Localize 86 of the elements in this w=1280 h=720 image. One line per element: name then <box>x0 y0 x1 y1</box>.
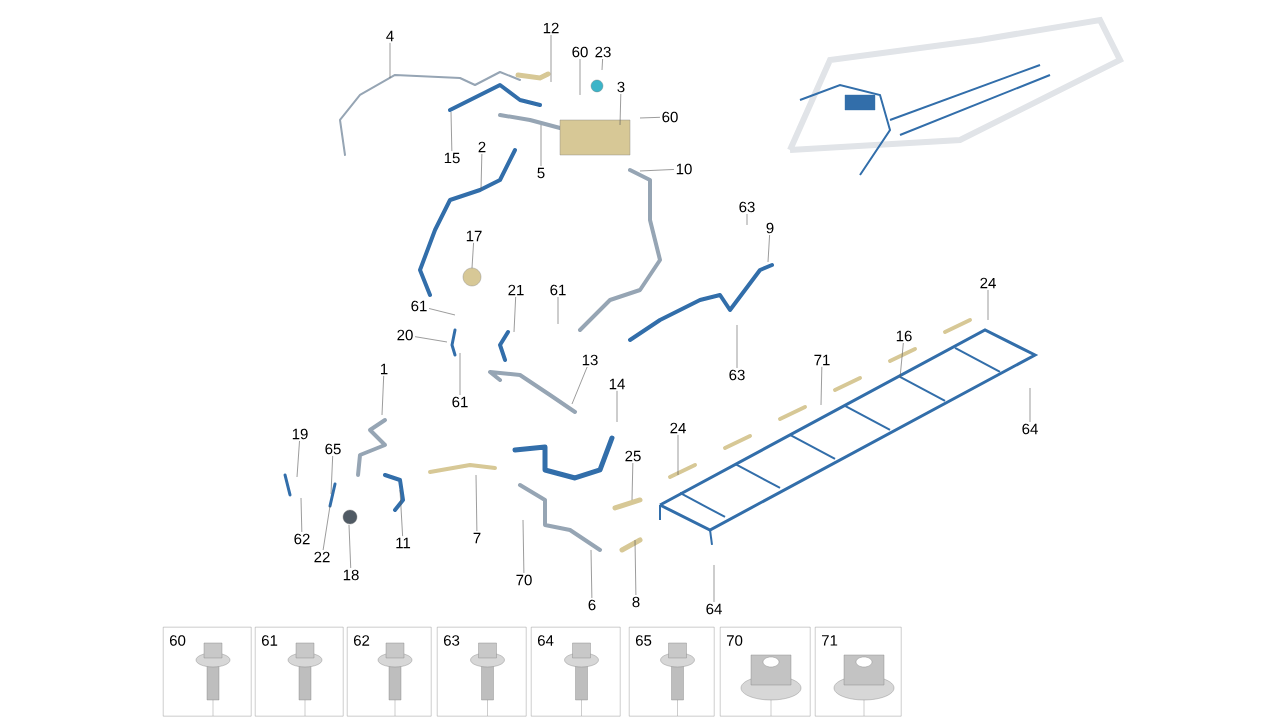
callout-number: 6 <box>588 599 596 611</box>
callout-number: 17 <box>466 230 482 242</box>
callout-number: 15 <box>444 152 460 164</box>
callout-number: 8 <box>632 596 640 608</box>
leader-line <box>619 93 622 126</box>
leader-line <box>428 308 456 316</box>
callout-number: 23 <box>595 46 611 58</box>
callout-number: 64 <box>706 603 722 615</box>
leader-line <box>899 342 904 379</box>
callout-number: 19 <box>292 428 308 440</box>
leader-line <box>322 505 331 551</box>
leader-line <box>557 296 559 325</box>
callout-number: 12 <box>543 22 559 34</box>
fastener-box: 65 <box>629 627 715 717</box>
callout-number: 16 <box>896 330 912 342</box>
leader-line <box>677 434 679 476</box>
callout-number: 63 <box>739 201 755 213</box>
leader-line <box>513 296 516 333</box>
leader-line <box>616 390 618 423</box>
callout-number: 10 <box>676 163 692 175</box>
callout-number: 2 <box>478 141 486 153</box>
leader-line <box>480 153 483 191</box>
fastener-box: 64 <box>531 627 621 717</box>
callout-number: 70 <box>516 574 532 586</box>
callout-number: 25 <box>625 450 641 462</box>
leader-line <box>590 549 593 599</box>
fastener-box: 60 <box>163 627 252 717</box>
leader-line <box>639 169 675 172</box>
fastener-box: 61 <box>255 627 344 717</box>
leader-line <box>571 366 588 405</box>
fastener-box: 70 <box>720 627 811 717</box>
callout-number: 18 <box>343 569 359 581</box>
callout-number: 22 <box>314 551 330 563</box>
callout-number: 61 <box>411 300 427 312</box>
callout-number: 71 <box>814 354 830 366</box>
fastener-box: 62 <box>347 627 432 717</box>
leader-line <box>639 117 661 119</box>
leader-line <box>399 489 403 537</box>
leader-line <box>296 440 300 478</box>
callout-number: 14 <box>609 378 625 390</box>
callout-number: 24 <box>980 277 996 289</box>
callout-number: 21 <box>508 284 524 296</box>
leader-line <box>471 242 474 269</box>
leader-line <box>601 58 603 71</box>
leader-line <box>736 324 738 369</box>
leader-line <box>389 42 391 79</box>
callout-number: 4 <box>386 30 394 42</box>
callout-number: 62 <box>294 533 310 545</box>
callout-number: 13 <box>582 354 598 366</box>
leader-line <box>550 34 552 83</box>
leader-line <box>348 524 352 569</box>
fastener-box: 63 <box>437 627 527 717</box>
leader-line <box>767 234 770 263</box>
leader-line <box>475 474 478 532</box>
leader-line <box>330 455 333 495</box>
callout-number: 5 <box>537 167 545 179</box>
callout-number: 61 <box>452 396 468 408</box>
leader-line <box>634 539 637 596</box>
leader-line <box>579 58 581 96</box>
callout-number: 60 <box>662 111 678 123</box>
fastener-box: 71 <box>815 627 902 717</box>
callout-number: 1 <box>381 363 388 375</box>
callout-number: 20 <box>397 329 413 341</box>
leader-line <box>459 352 461 396</box>
leader-line <box>414 336 448 343</box>
callout-number: 3 <box>617 81 625 93</box>
callout-number: 64 <box>1022 423 1038 435</box>
callout-number: 7 <box>473 532 481 544</box>
callout-number: 60 <box>572 46 588 58</box>
callout-number: 65 <box>325 443 341 455</box>
leader-line <box>987 289 989 321</box>
callout-number: 63 <box>729 369 745 381</box>
leader-line <box>522 519 525 574</box>
leader-line <box>820 366 823 406</box>
callout-number: 11 <box>396 537 411 549</box>
leader-line <box>300 497 303 533</box>
leader-line <box>746 213 748 226</box>
leader-line <box>713 564 715 603</box>
callout-number: 61 <box>550 284 566 296</box>
leader-line <box>540 124 542 167</box>
leader-line <box>1029 387 1031 423</box>
callout-number: 24 <box>670 422 686 434</box>
leader-line <box>381 375 384 416</box>
callout-number: 9 <box>766 222 774 234</box>
leader-line <box>631 462 634 501</box>
leader-line <box>450 111 453 152</box>
